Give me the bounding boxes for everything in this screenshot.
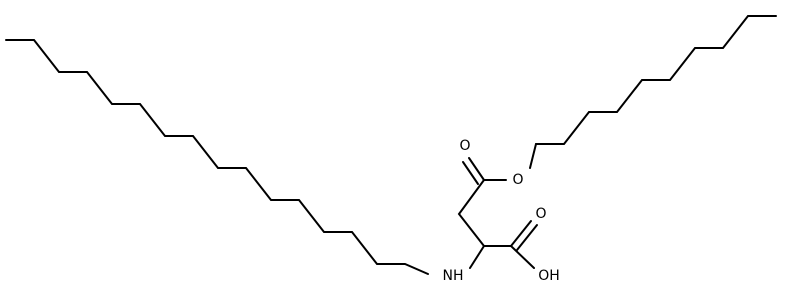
- ester-double-bond-2: [462, 161, 479, 185]
- atom-label-nh: NH: [443, 268, 464, 284]
- atom-amine: NH: [440, 266, 466, 284]
- hexadecyl-chain: [5, 39, 429, 275]
- bonds: [5, 15, 777, 275]
- atom-ester-oxygen: O: [511, 170, 525, 188]
- carboxyl-double-bond-1: [510, 220, 532, 247]
- carboxyl-double-bond-2: [516, 224, 538, 251]
- atom-label-ester-o: O: [512, 172, 523, 188]
- atom-label-carbonyl-o: O: [459, 138, 470, 154]
- atom-carbonyl-oxygen: O: [458, 136, 472, 154]
- n-alpha-bond: [469, 245, 485, 269]
- carboxyl-bonds: [483, 245, 535, 269]
- atom-acid-oxygen: O: [534, 204, 548, 222]
- nonyl-chain: [529, 15, 777, 169]
- ch2-bonds: [457, 179, 485, 247]
- atom-label-oh: OH: [538, 268, 560, 284]
- atom-labels: O O O OH NH: [440, 136, 562, 284]
- atom-hydroxyl: OH: [536, 266, 562, 284]
- atom-label-acid-o: O: [535, 206, 546, 222]
- ester-double-bond-1: [468, 157, 485, 181]
